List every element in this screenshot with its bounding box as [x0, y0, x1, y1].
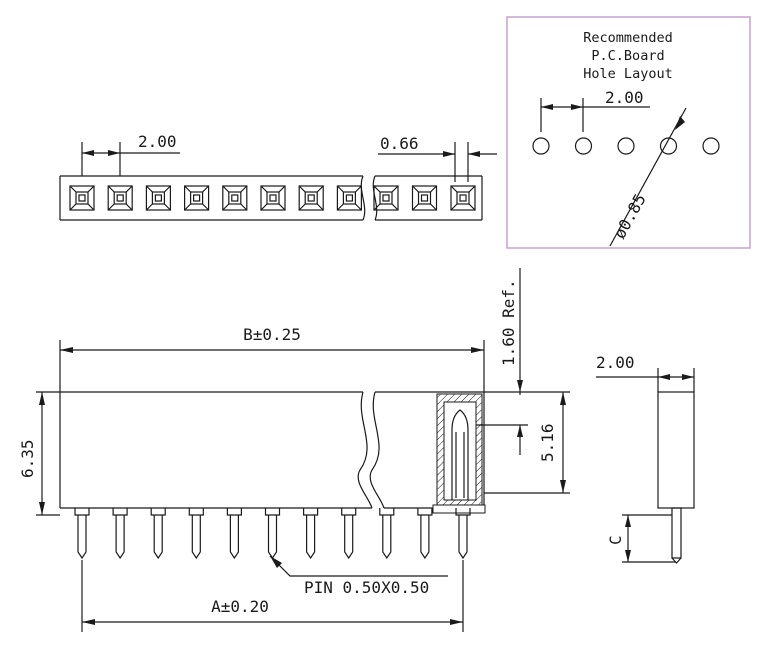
- front-pin: [150, 508, 166, 560]
- front-pin: [303, 508, 319, 560]
- hole-layout-panel: Recommended P.C.Board Hole Layout 2.00 ø…: [506, 16, 751, 249]
- front-pin: [226, 508, 242, 560]
- hole-arrow-right: [468, 151, 480, 157]
- front-length-label: B±0.25: [243, 325, 301, 344]
- front-pin: [379, 508, 395, 560]
- top-view-body-right: [375, 175, 483, 221]
- ref-arrow-bottom: [517, 425, 523, 437]
- top-contact: [450, 185, 476, 211]
- side-pin: [671, 507, 682, 559]
- top-view: 2.00 0.66: [59, 132, 497, 221]
- top-view-break: [360, 175, 378, 221]
- layout-diameter-label: ø0.85: [610, 191, 650, 242]
- pin-span-label: A±0.20: [211, 597, 269, 616]
- front-body-break: [357, 391, 385, 509]
- side-width-label: 2.00: [596, 353, 635, 372]
- height-arrow-top: [39, 392, 45, 405]
- pitch-arrow-left: [82, 150, 94, 156]
- pin-length-arrow-top: [625, 515, 631, 527]
- diameter-arrow: [675, 116, 685, 130]
- length-arrow-left: [60, 347, 73, 353]
- side-pin-tip: [671, 557, 682, 564]
- top-contact: [260, 185, 286, 211]
- section-cavity: [443, 401, 477, 501]
- front-view: B±0.25 6.35 1.60 Ref. 5.16: [18, 268, 570, 632]
- height-arrow-bottom: [39, 502, 45, 515]
- pcb-hole: [659, 137, 678, 155]
- pin-span-arrow-right: [450, 619, 463, 625]
- top-contact: [184, 185, 210, 211]
- side-view: 2.00 C: [596, 353, 695, 564]
- depth-arrow-bottom: [560, 480, 566, 493]
- front-pin: [417, 508, 433, 560]
- pcb-hole: [702, 137, 720, 155]
- front-ref-label: 1.60 Ref.: [499, 279, 518, 366]
- front-pin: [455, 508, 471, 560]
- front-pin: [341, 508, 357, 560]
- top-view-body-left: [59, 175, 363, 221]
- front-pin: [112, 508, 128, 560]
- depth-arrow-top: [560, 392, 566, 405]
- ref-arrow-top: [517, 380, 523, 392]
- front-depth-label: 5.16: [538, 423, 557, 462]
- pin-span-arrow-left: [82, 619, 95, 625]
- side-body: [657, 391, 695, 509]
- top-contact: [298, 185, 324, 211]
- layout-pitch-arrow-left: [541, 104, 553, 110]
- front-body-left: [59, 391, 372, 509]
- layout-pitch-arrow-right: [571, 104, 583, 110]
- top-contact: [373, 185, 399, 211]
- hole-layout-frame: [506, 16, 751, 249]
- pin-size-label: PIN 0.50X0.50: [304, 578, 429, 597]
- top-contact: [107, 185, 133, 211]
- hole-layout-title-2: P.C.Board: [591, 48, 664, 64]
- hole-layout-title-3: Hole Layout: [583, 66, 672, 82]
- pcb-hole: [574, 137, 593, 155]
- front-pin: [264, 508, 281, 560]
- front-pin: [188, 508, 204, 560]
- top-view-contacts: [69, 185, 476, 211]
- pcb-holes: [532, 137, 720, 155]
- pin-arrow: [270, 556, 282, 568]
- top-hole-label: 0.66: [380, 134, 419, 153]
- top-contact: [411, 185, 438, 211]
- front-pin: [74, 508, 90, 560]
- front-height-label: 6.35: [18, 439, 37, 478]
- pcb-hole: [532, 137, 550, 155]
- hole-layout-title-1: Recommended: [583, 30, 672, 46]
- section-contact-inner: [455, 432, 465, 498]
- pin-leader: [269, 555, 448, 577]
- diameter-leader: [609, 107, 687, 247]
- top-contact: [222, 185, 248, 211]
- pcb-hole: [617, 137, 635, 155]
- pin-length-label: C: [606, 535, 625, 545]
- top-pitch-label: 2.00: [138, 132, 177, 151]
- length-arrow-right: [471, 347, 484, 353]
- top-contact: [336, 185, 362, 211]
- side-width-arrow-right: [682, 374, 694, 380]
- pin-length-arrow-bottom: [625, 550, 631, 562]
- layout-pitch-label: 2.00: [605, 88, 644, 107]
- section-contact-spring: [451, 409, 469, 500]
- front-pins: [74, 508, 471, 560]
- section-base: [432, 504, 486, 514]
- hole-arrow-left: [443, 151, 455, 157]
- top-contact: [69, 185, 95, 211]
- side-width-arrow-left: [658, 374, 670, 380]
- pitch-arrow-right: [108, 150, 120, 156]
- top-contact: [145, 185, 171, 211]
